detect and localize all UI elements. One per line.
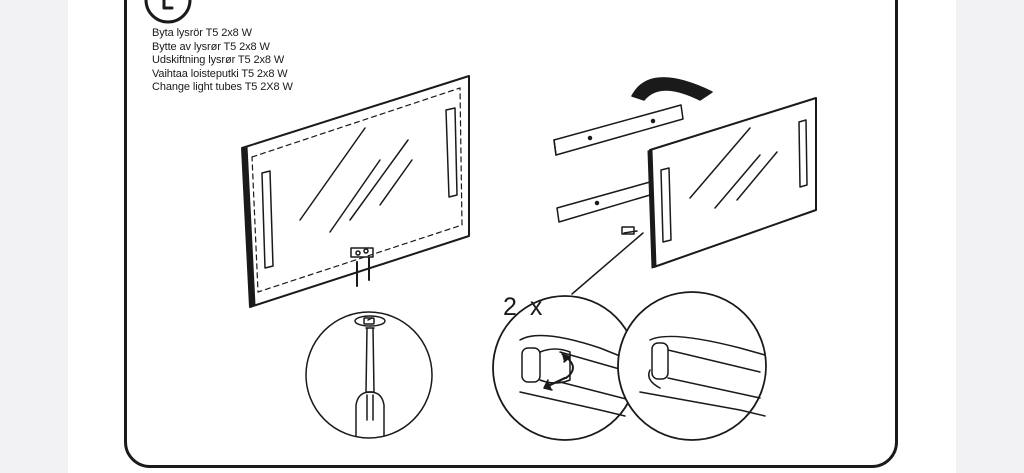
mirror-cabinet-illustration — [241, 75, 470, 308]
caption-block: Byta lysrör T5 2x8 W Bytte av lysrør T5 … — [152, 27, 293, 95]
rotate-arrow-icon — [492, 295, 638, 441]
screwdriver-icon — [305, 311, 433, 439]
repeat-count-label: 2 x — [503, 293, 546, 321]
step-frame — [124, 0, 898, 468]
light-tube-detail-icon — [617, 291, 767, 441]
mounting-strip-bottom — [556, 181, 651, 223]
step-badge-icon — [144, 0, 192, 24]
mounting-strip-top — [553, 104, 684, 156]
caption-english: Change light tubes T5 2X8 W — [152, 81, 293, 93]
clip-bracket — [621, 226, 638, 235]
caption-finnish: Vaihtaa loisteputki T5 2x8 W — [152, 67, 288, 80]
instruction-page — [68, 0, 956, 473]
caption-norwegian: Bytte av lysrør T5 2x8 W — [152, 40, 270, 53]
detail-leader-line — [571, 232, 644, 295]
caption-danish: Udskiftning lysrør T5 2x8 W — [152, 54, 285, 66]
caption-swedish: Byta lysrör T5 2x8 W — [152, 27, 252, 39]
cabinet-front-illustration — [647, 97, 817, 269]
lift-arrow-icon — [631, 77, 713, 101]
